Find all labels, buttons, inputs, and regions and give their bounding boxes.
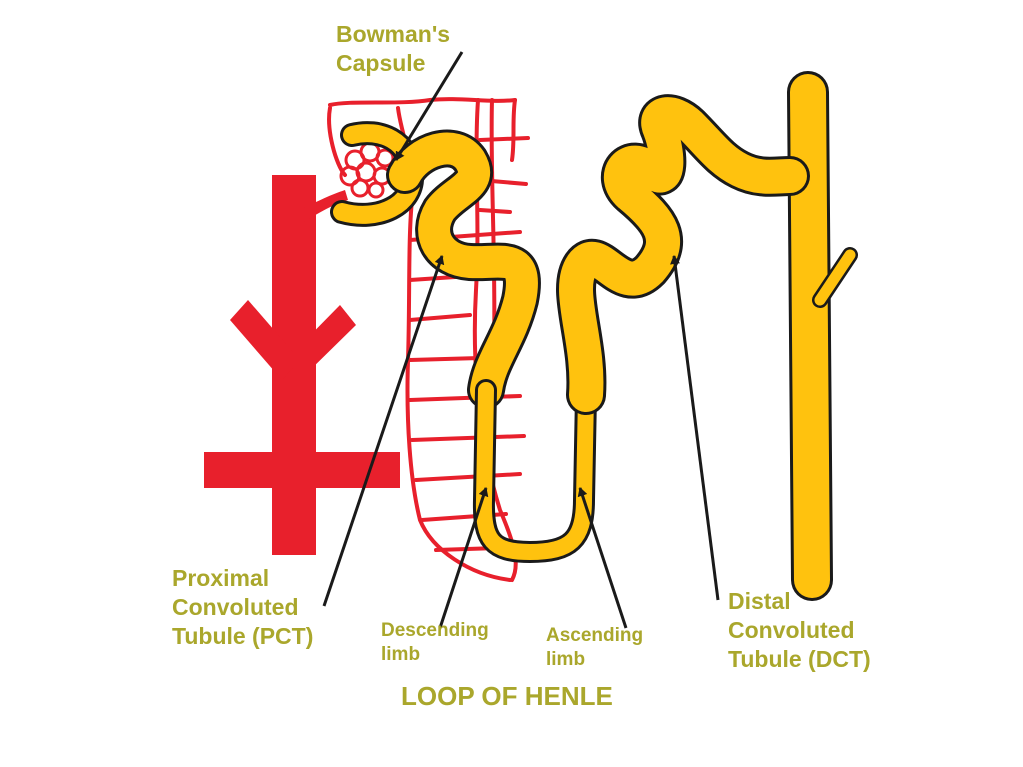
glomerulus: [339, 141, 395, 199]
arrow-pct: [322, 255, 445, 607]
arrow-ascending-limb: [577, 487, 628, 629]
loop-of-henle: [472, 379, 597, 563]
arrow-bowmans-capsule: [394, 51, 464, 161]
arrow-dct: [670, 255, 720, 601]
nephron-tubule: [330, 71, 858, 601]
blood-vessel: [204, 175, 400, 555]
pointer-arrows: [322, 51, 720, 629]
ascending-limb-label: Ascending limb: [546, 625, 644, 670]
loop-of-henle-label: LOOP OF HENLE: [401, 681, 613, 711]
arrow-descending-limb: [438, 487, 489, 629]
dct-label: Distal Convoluted Tubule (DCT): [728, 588, 871, 672]
bowmans-capsule-label: Bowman's Capsule: [336, 21, 451, 76]
descending-limb-label: Descending limb: [381, 620, 489, 665]
pct-label: Proximal Convoluted Tubule (PCT): [172, 565, 314, 649]
